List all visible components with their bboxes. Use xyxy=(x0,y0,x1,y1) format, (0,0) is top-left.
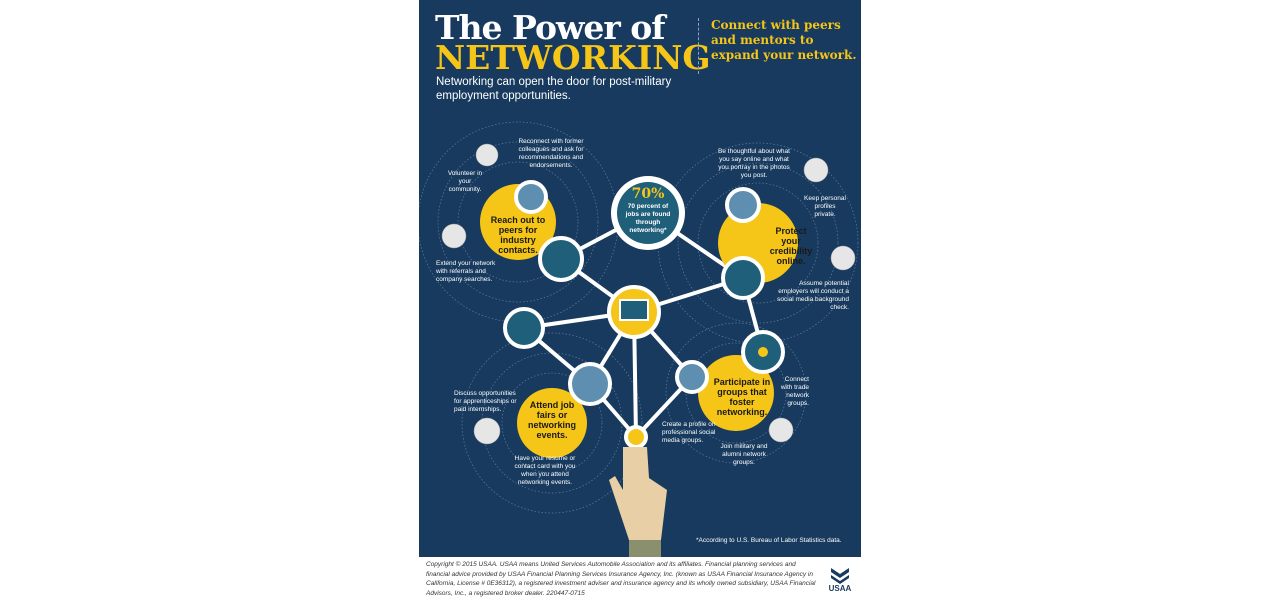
usaa-logo[interactable]: USAA xyxy=(825,566,855,593)
certificate-icon xyxy=(721,256,765,300)
hand-pointer-icon xyxy=(609,447,667,540)
logo-text: USAA xyxy=(828,584,852,593)
tip: Extend your network with referrals and c… xyxy=(436,260,496,283)
divider xyxy=(698,18,699,74)
title-line-2: NETWORKING xyxy=(435,38,711,77)
tip: Reconnect with former colleagues and ask… xyxy=(518,138,584,169)
tagline: Connect with peers and mentors to expand… xyxy=(711,18,857,62)
subtitle: Networking can open the door for post-mi… xyxy=(436,76,672,102)
handshake-icon xyxy=(503,307,545,349)
hub-label-reach-out: Reach out to peers for industry contacts… xyxy=(490,215,546,255)
network-diagram xyxy=(419,121,859,557)
org-chart-icon xyxy=(538,236,584,282)
volunteer-hands-icon xyxy=(475,143,499,167)
hub-circle-participate xyxy=(698,355,774,431)
tip: Keep personal profiles private. xyxy=(804,195,846,218)
chat-icon xyxy=(675,360,709,394)
lock-icon xyxy=(803,157,829,183)
footer: Copyright © 2015 USAA. USAA means United… xyxy=(419,557,861,600)
graduation-icon xyxy=(473,417,501,445)
binoculars-icon xyxy=(830,245,856,271)
laptop-icon xyxy=(441,223,467,249)
fingerprint-icon xyxy=(624,425,648,449)
hub-circle-attend xyxy=(517,388,587,458)
phone-icon xyxy=(514,180,548,214)
infographic: The Power of NETWORKING Networking can o… xyxy=(419,0,861,557)
title-line-1: The Power of xyxy=(435,8,665,47)
hub-label-protect: Protect your credibility online. xyxy=(769,226,813,266)
hub-label-participate: Participate in groups that foster networ… xyxy=(713,377,771,417)
tip: Join military and alumni network groups. xyxy=(720,443,768,466)
stat-text: 70 percent of jobs are found through net… xyxy=(625,203,671,234)
tip: Volunteer in your community. xyxy=(447,170,483,193)
tip: Create a profile on professional social … xyxy=(662,421,716,444)
eagle-icon xyxy=(831,568,849,584)
copyright-text: Copyright © 2015 USAA. USAA means United… xyxy=(426,561,816,597)
tip: Connect with trade network groups. xyxy=(780,376,809,407)
soldier-avatar-icon xyxy=(768,417,794,443)
stat-circle xyxy=(617,182,679,244)
stat-value: 70% xyxy=(631,186,665,202)
people-icon xyxy=(568,362,612,406)
footnote: *According to U.S. Bureau of Labor Stati… xyxy=(696,537,842,544)
folder-icon xyxy=(725,187,761,223)
hub-label-attend: Attend job fairs or networking events. xyxy=(527,400,576,440)
tip: Have your resume or contact card with yo… xyxy=(514,455,576,486)
tip: Discuss opportunities for apprenticeship… xyxy=(454,390,517,413)
camouflage-sleeve xyxy=(629,540,661,557)
tip: Assume potential employers will conduct … xyxy=(777,280,849,311)
tip: Be thoughtful about what you say online … xyxy=(718,148,790,179)
